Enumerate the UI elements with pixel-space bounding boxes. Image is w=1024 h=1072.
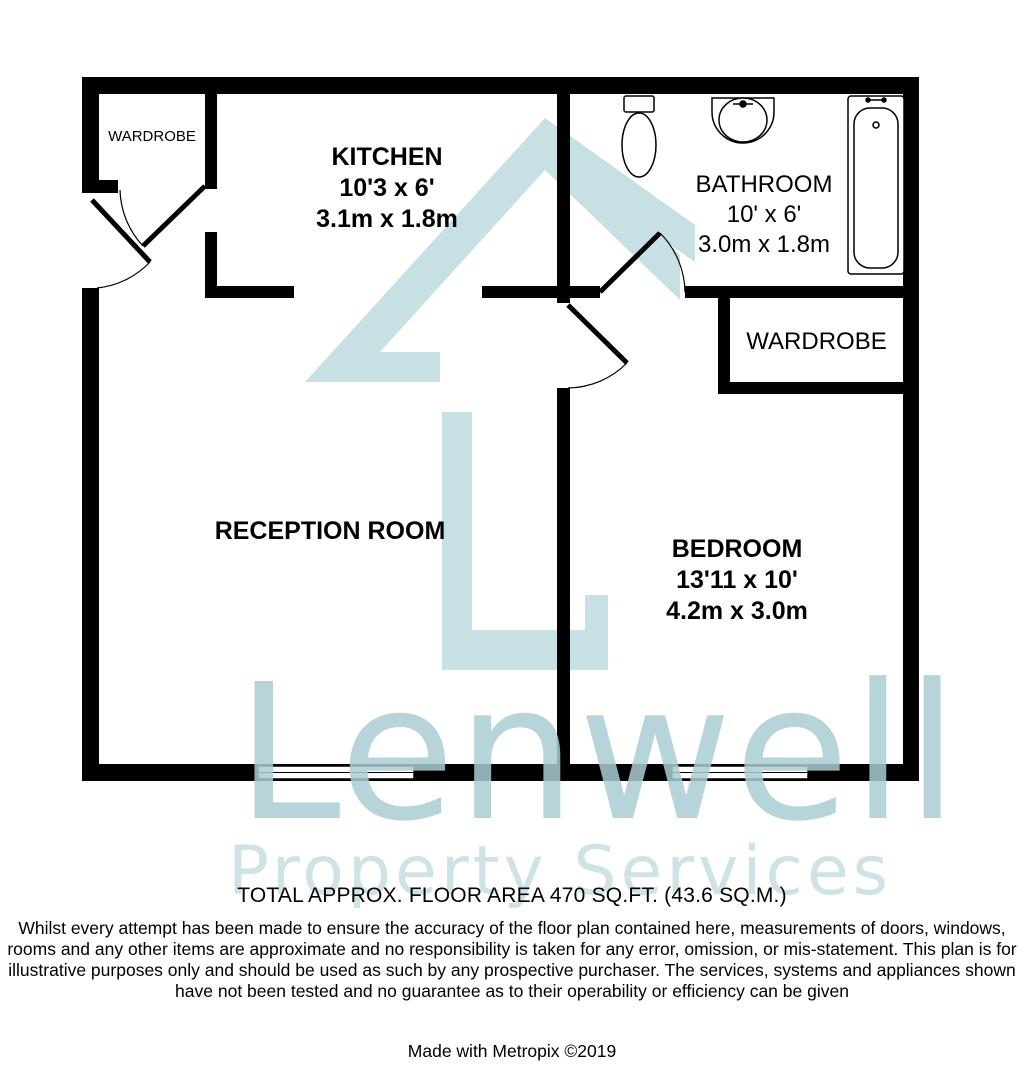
bedroom-imperial: 13'11 x 10' — [676, 566, 798, 594]
wardrobe-right-label: WARDROBE — [730, 328, 903, 357]
kitchen-label: KITCHEN 10'3 x 6' 3.1m x 1.8m — [285, 142, 489, 235]
bedroom-name: BEDROOM — [671, 535, 803, 563]
windows — [257, 765, 809, 780]
kitchen-name: KITCHEN — [331, 143, 443, 171]
wardrobe-left-name: WARDROBE — [108, 128, 196, 145]
bedroom-door-swing — [567, 362, 628, 389]
bathroom-imperial: 10' x 6' — [726, 201, 802, 228]
toilet-bowl — [621, 112, 657, 178]
bathroom-metric: 3.0m x 1.8m — [697, 231, 831, 258]
wardrobe-right-name: WARDROBE — [746, 328, 887, 355]
entrance-door-swing — [96, 261, 151, 289]
metropix-credit: Made with Metropix ©2019 — [407, 1041, 617, 1061]
watermark-house-logo — [305, 118, 695, 670]
bathroom-name: BATHROOM — [695, 171, 833, 198]
bathroom-door-swing — [659, 232, 686, 293]
bathroom-door-leaf — [598, 231, 662, 294]
kitchen-imperial: 10'3 x 6' — [339, 174, 435, 202]
total-floor-area: TOTAL APPROX. FLOOR AREA 470 SQ.FT. (43.… — [237, 884, 787, 907]
wardrobe-left-label: WARDROBE — [99, 128, 205, 146]
bathroom-label: BATHROOM 10' x 6' 3.0m x 1.8m — [672, 170, 856, 260]
wardrobe-door-leaf — [141, 184, 207, 248]
bedroom-label: BEDROOM 13'11 x 10' 4.2m x 3.0m — [620, 534, 854, 627]
bedroom-door-leaf — [566, 303, 629, 365]
disclaimer-text: Whilst every attempt has been made to en… — [7, 918, 1017, 1001]
reception-name: RECEPTION ROOM — [214, 517, 446, 545]
entrance-door-leaf — [90, 198, 152, 264]
bathroom-fixtures — [621, 95, 905, 275]
doors — [90, 184, 686, 389]
reception-label: RECEPTION ROOM — [160, 516, 500, 546]
wardrobe-door-swing — [119, 189, 144, 247]
kitchen-metric: 3.1m x 1.8m — [316, 205, 458, 233]
bedroom-metric: 4.2m x 3.0m — [666, 597, 808, 625]
toilet-cistern — [623, 95, 655, 113]
floor-plan — [82, 77, 919, 781]
